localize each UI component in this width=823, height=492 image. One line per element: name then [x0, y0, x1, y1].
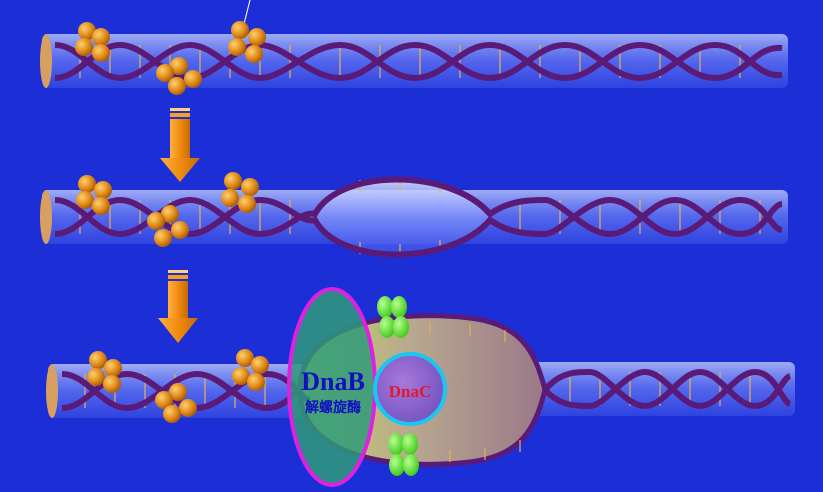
initiator-protein-cluster	[75, 22, 110, 62]
strand-a	[54, 41, 783, 82]
dnac-loader-ring	[373, 352, 447, 426]
melting-bubble	[310, 180, 490, 254]
row-1-dna-duplex	[40, 21, 788, 95]
initiator-protein-cluster	[147, 205, 189, 247]
initiator-protein-cluster	[228, 21, 266, 63]
dnac-label: DnaC	[389, 382, 432, 401]
initiator-protein-cluster	[232, 349, 269, 391]
row-2-melted-duplex	[40, 172, 788, 258]
initiator-protein-cluster	[221, 172, 259, 213]
initiator-protein-cluster	[155, 383, 197, 423]
down-arrow-2	[158, 270, 198, 343]
ssb-protein-bottom	[388, 433, 419, 476]
row-3-helicase-loading: DnaB 解螺旋酶 DnaC	[46, 287, 795, 487]
initiator-protein-cluster	[87, 351, 122, 393]
initiator-protein-cluster	[156, 57, 202, 95]
ssb-protein-top	[377, 296, 409, 338]
dnab-helicase-label: 解螺旋酶	[305, 399, 361, 416]
initiator-protein-cluster	[76, 175, 112, 215]
dnab-label: DnaB	[301, 367, 365, 396]
down-arrow-1	[160, 108, 200, 182]
